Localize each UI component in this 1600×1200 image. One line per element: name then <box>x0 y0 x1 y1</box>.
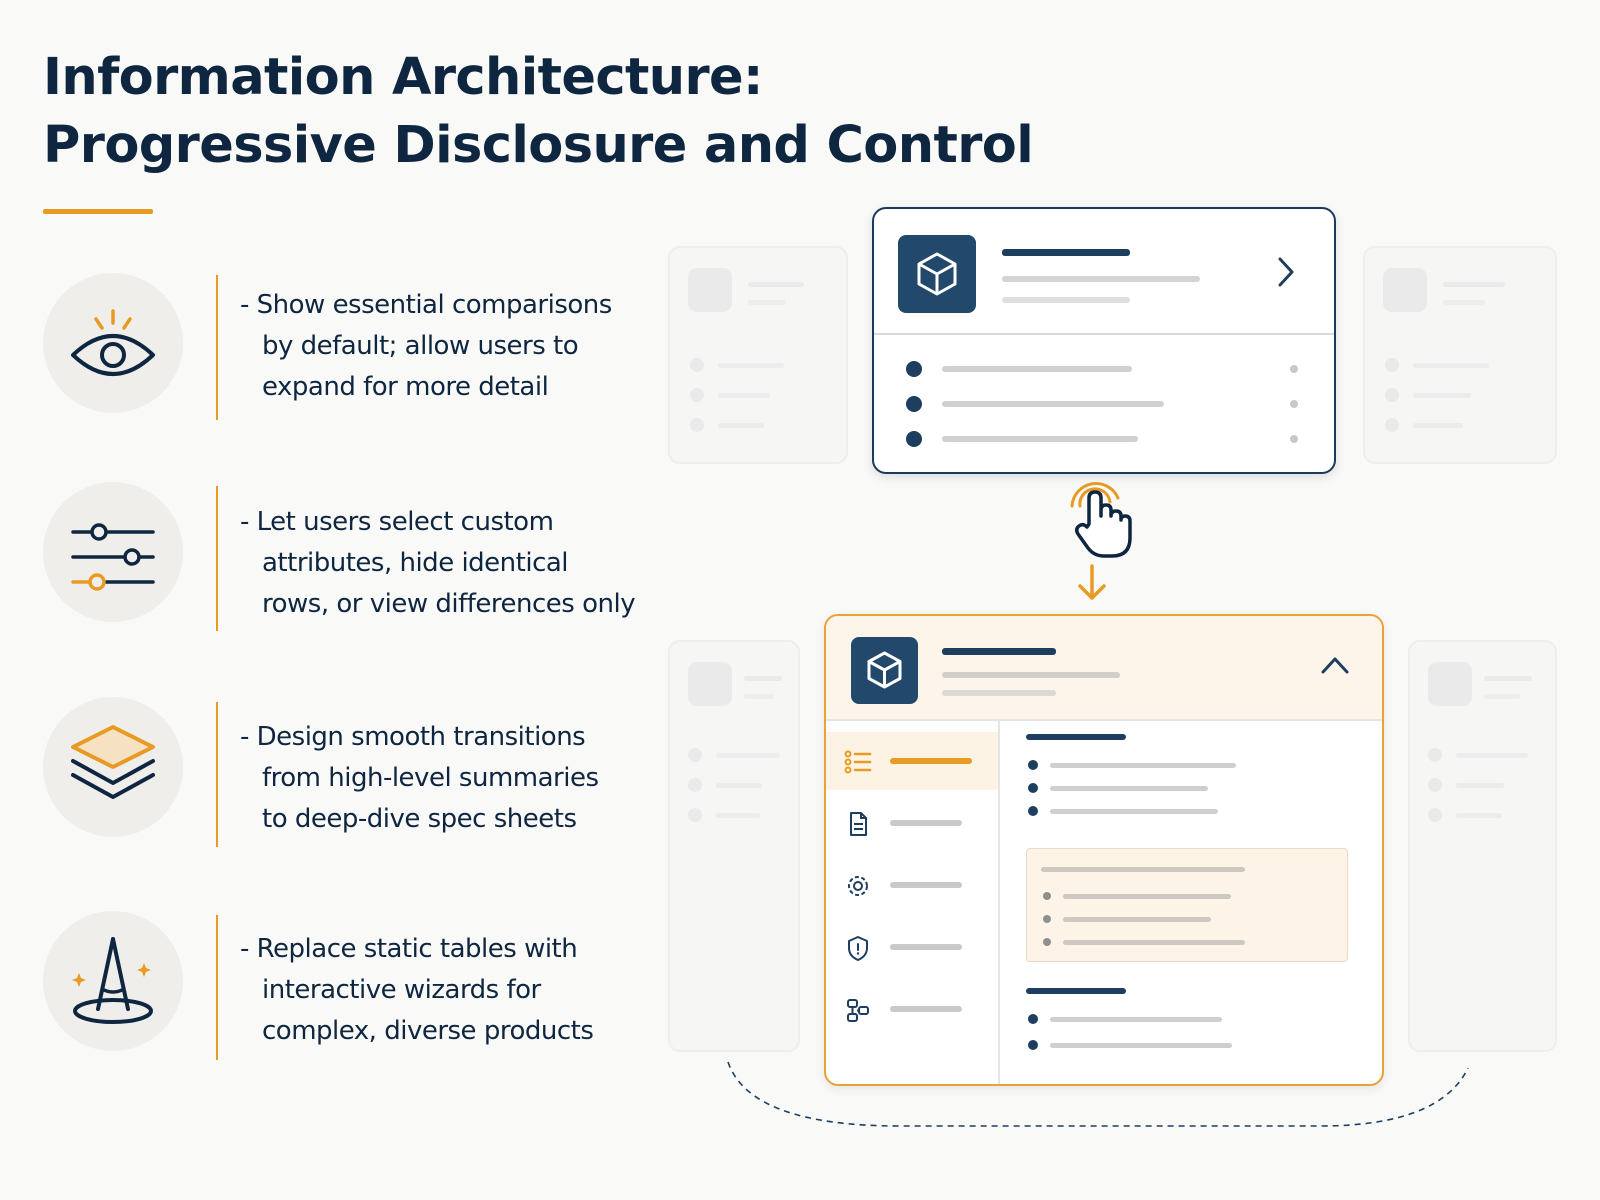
card-title-bar <box>942 648 1056 655</box>
document-icon <box>850 812 867 836</box>
sidebar-item-settings[interactable] <box>826 856 998 914</box>
product-tile <box>851 637 918 704</box>
feature-text: - Let users select custom attributes, hi… <box>240 507 636 619</box>
cube-icon <box>917 252 957 296</box>
product-tile <box>898 235 976 313</box>
ghost-card-top-left <box>668 246 848 464</box>
list-icon <box>844 750 872 774</box>
page-title: Information Architecture: Progressive Di… <box>43 44 1043 180</box>
ghost-card-bottom-left <box>668 640 800 1052</box>
wizard-hat-icon <box>72 937 153 1024</box>
sliders-icon <box>71 523 155 591</box>
hand-tap-icon <box>1070 481 1132 558</box>
chevron-right-icon[interactable] <box>1274 255 1298 289</box>
feature-text: - Design smooth transitions from high-le… <box>240 722 599 834</box>
feature-divider <box>216 275 218 420</box>
feature-icon-circle <box>43 911 183 1051</box>
sidebar-item-integrations[interactable] <box>826 980 998 1038</box>
layers-icon <box>71 725 155 799</box>
feature-smooth-transitions: - Design smooth transitions from high-le… <box>0 697 640 847</box>
card-subtitle-bar <box>942 672 1120 678</box>
feature-divider <box>216 915 218 1060</box>
title-line-2: Progressive Disclosure and Control <box>43 116 1034 175</box>
card-subtitle-bar <box>1002 276 1200 282</box>
feature-divider <box>216 702 218 847</box>
gear-icon <box>848 876 868 896</box>
ghost-card-top-right <box>1363 246 1557 464</box>
feature-progressive-default: - Show essential comparisons by default;… <box>0 273 640 423</box>
feature-text: - Show essential comparisons by default;… <box>240 290 612 402</box>
expanded-product-card[interactable] <box>824 614 1384 1086</box>
title-underline <box>43 209 153 214</box>
chevron-up-icon[interactable] <box>1320 654 1350 676</box>
ghost-card-bottom-right <box>1408 640 1557 1052</box>
feature-custom-attributes: - Let users select custom attributes, hi… <box>0 482 640 632</box>
return-connector <box>727 1061 1469 1127</box>
feature-icon-circle <box>43 482 183 622</box>
sidebar-divider <box>998 721 1000 1084</box>
feature-text: - Replace static tables with interactive… <box>240 934 594 1046</box>
arrow-down-icon <box>1078 564 1106 600</box>
feature-divider <box>216 486 218 631</box>
sidebar-item-specs[interactable] <box>826 794 998 852</box>
eye-icon <box>71 309 155 376</box>
feature-icon-circle <box>43 273 183 413</box>
card-meta-bar <box>1002 297 1130 303</box>
section-heading-bar <box>1026 734 1126 740</box>
expanded-detail-panel <box>1026 848 1348 962</box>
sidebar-item-security[interactable] <box>826 918 998 976</box>
feature-interactive-wizards: - Replace static tables with interactive… <box>0 911 640 1061</box>
card-meta-bar <box>942 690 1056 696</box>
card-title-bar <box>1002 249 1130 256</box>
flowchart-icon <box>847 999 869 1022</box>
shield-icon <box>848 936 868 961</box>
feature-icon-circle <box>43 697 183 837</box>
card-header <box>826 616 1382 719</box>
card-divider <box>874 333 1334 335</box>
title-line-1: Information Architecture: <box>43 48 763 107</box>
sidebar-item-summary[interactable] <box>826 732 998 790</box>
cube-icon <box>867 651 902 689</box>
collapsed-product-card[interactable] <box>872 207 1336 474</box>
section-heading-bar <box>1026 988 1126 994</box>
card-header-divider <box>826 719 1382 721</box>
